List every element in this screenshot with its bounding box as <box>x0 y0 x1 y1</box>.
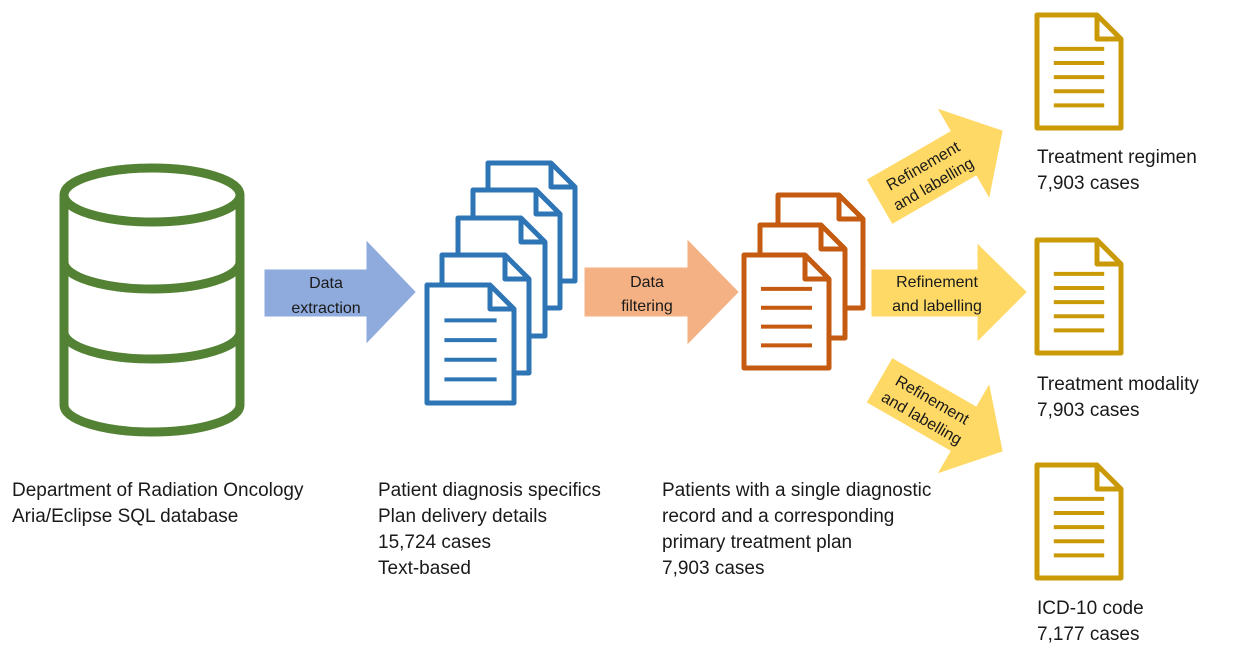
document-page <box>1034 12 1124 131</box>
extraction-caption-line: 15,724 cases <box>378 532 492 553</box>
document-page <box>1034 462 1124 581</box>
data-filtering-label-line1: Data <box>630 274 664 291</box>
output-count: 7,903 cases <box>1037 400 1140 421</box>
output-document-regimen-icon <box>1034 12 1124 131</box>
document-fold <box>518 218 545 245</box>
document-fold <box>1094 240 1121 267</box>
data-extraction-arrow: Data extraction <box>264 240 416 344</box>
filtering-caption-line: Patients with a single diagnostic <box>662 480 932 501</box>
extraction-caption: Patient diagnosis specifics Plan deliver… <box>378 478 601 582</box>
extracted-documents-icon <box>424 160 578 406</box>
refinement-arrow-middle: Refinement and labelling <box>871 243 1027 342</box>
data-filtering-label-line2: filtering <box>621 298 673 315</box>
filtered-documents-icon <box>741 192 866 371</box>
output-title: Treatment regimen <box>1037 147 1197 168</box>
filtering-caption: Patients with a single diagnostic record… <box>662 478 931 582</box>
data-filtering-arrow: Data filtering <box>584 239 739 345</box>
database-icon <box>59 163 245 437</box>
output-regimen-caption: Treatment regimen 7,903 cases <box>1037 145 1197 197</box>
output-document-modality-icon <box>1034 237 1124 356</box>
output-modality-caption: Treatment modality 7,903 cases <box>1037 372 1199 424</box>
document-page <box>1034 237 1124 356</box>
document-fold <box>802 255 829 282</box>
extraction-caption-line: Plan delivery details <box>378 506 547 527</box>
document-fold <box>533 190 560 217</box>
output-count: 7,177 cases <box>1037 624 1140 645</box>
refinement-arrow-top: Refinement and labelling <box>866 108 1003 224</box>
database-caption: Department of Radiation Oncology Aria/Ec… <box>12 478 304 530</box>
document-fold <box>487 285 514 312</box>
document-fold <box>1094 15 1121 42</box>
extraction-caption-line: Patient diagnosis specifics <box>378 480 601 501</box>
output-icd10-caption: ICD-10 code 7,177 cases <box>1037 596 1144 648</box>
database-caption-line: Department of Radiation Oncology <box>12 480 304 501</box>
output-document-icd10-icon <box>1034 462 1124 581</box>
document-fold <box>1094 465 1121 492</box>
refinement-middle-label-line1: Refinement <box>896 274 978 291</box>
database-caption-line: Aria/Eclipse SQL database <box>12 506 239 527</box>
document-page <box>424 282 517 406</box>
document-fold <box>502 255 529 282</box>
output-title: Treatment modality <box>1037 374 1199 395</box>
filtering-caption-line: record and a corresponding <box>662 506 895 527</box>
output-title: ICD-10 code <box>1037 598 1144 619</box>
filtering-caption-line: primary treatment plan <box>662 532 853 553</box>
refinement-middle-label-line2: and labelling <box>892 298 982 315</box>
document-fold <box>818 225 845 252</box>
filtering-caption-line: 7,903 cases <box>662 558 765 579</box>
document-fold <box>548 163 575 190</box>
data-extraction-label-line1: Data <box>309 275 343 292</box>
data-extraction-label-line2: extraction <box>291 300 360 317</box>
refinement-arrow-bottom: Refinement and labelling <box>866 358 1003 474</box>
output-count: 7,903 cases <box>1037 173 1140 194</box>
document-page <box>741 252 832 371</box>
document-fold <box>836 195 863 222</box>
extraction-caption-line: Text-based <box>378 558 471 579</box>
